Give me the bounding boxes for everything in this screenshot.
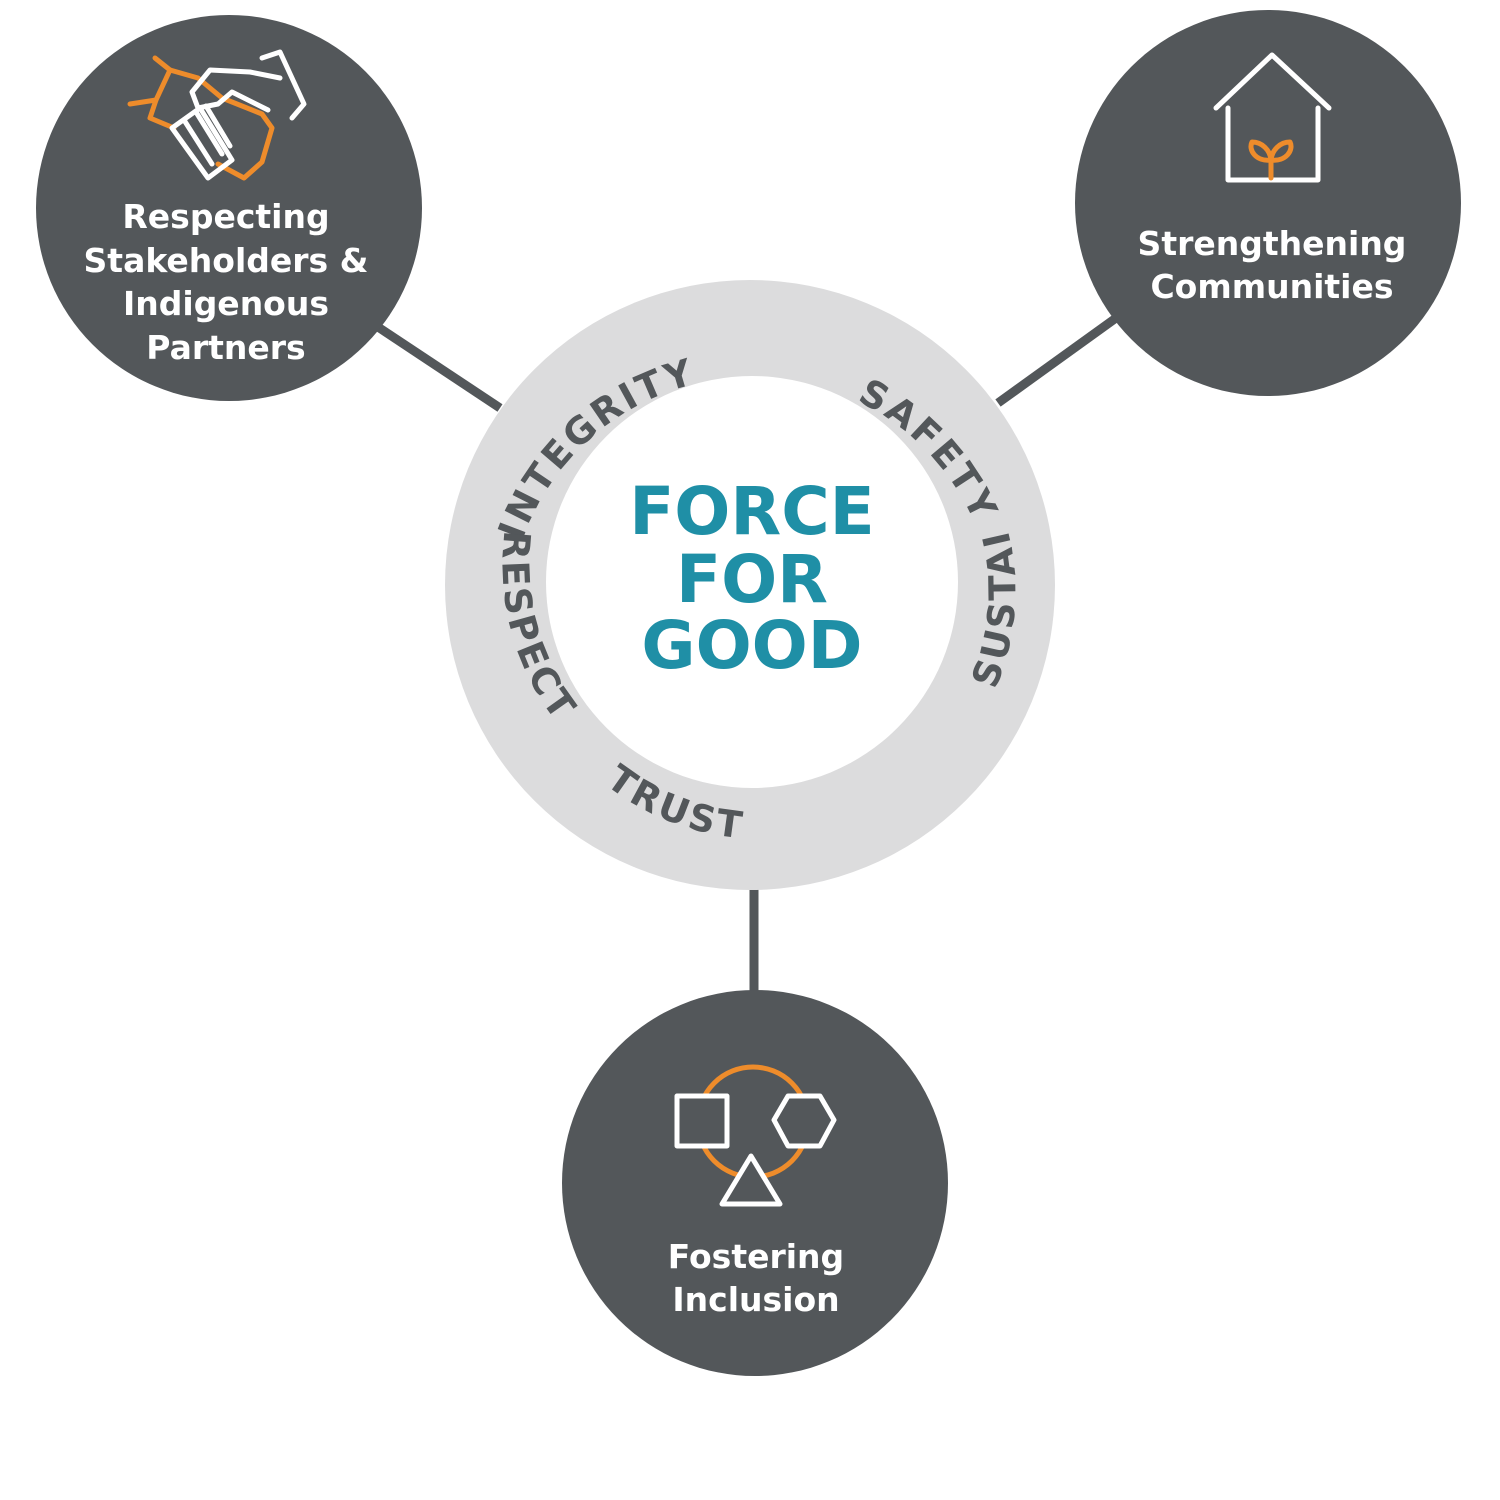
pillar-label-line-2: Stakeholders &: [84, 241, 369, 280]
pillar-label-line-1: Fostering: [668, 1237, 844, 1276]
center-title-line-1: FORCE: [629, 473, 875, 550]
center-title-line-3: GOOD: [641, 607, 862, 684]
pillar-label-line-2: Inclusion: [672, 1280, 839, 1319]
connector-right: [995, 314, 1119, 407]
connector-left: [375, 323, 503, 412]
pillar-fostering-inclusion: Fostering Inclusion: [562, 990, 948, 1376]
shapes-inclusion-icon: [674, 1064, 837, 1207]
pillar-label-line-4: Partners: [146, 328, 305, 367]
center-disc: [546, 376, 958, 788]
pillar-strengthening-communities: Strengthening Communities: [1075, 10, 1461, 396]
handshake-icon: [127, 49, 307, 181]
pillar-circle: [36, 15, 422, 401]
pillar-circle: [1075, 10, 1461, 396]
pillar-label-line-2: Communities: [1150, 267, 1393, 306]
pillar-label-line-3: Indigenous: [123, 284, 329, 323]
pillar-label-line-1: Strengthening: [1138, 224, 1407, 263]
house-sprout-icon: [1213, 52, 1332, 183]
pillar-respecting-stakeholders: Respecting Stakeholders & Indigenous Par…: [36, 15, 422, 401]
center-title-line-2: FOR: [676, 541, 828, 618]
pillar-label-line-1: Respecting: [122, 197, 329, 236]
